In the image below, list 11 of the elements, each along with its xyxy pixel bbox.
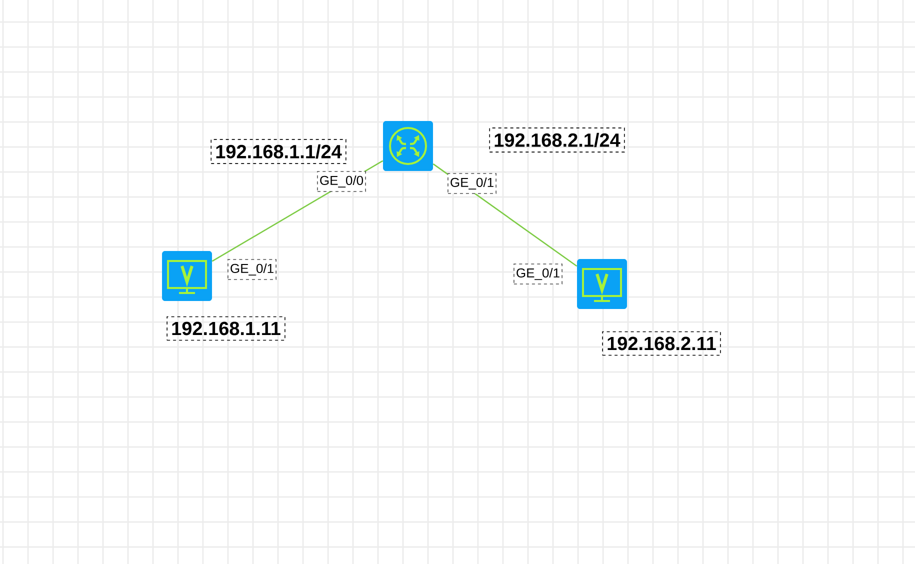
port-label: GE_0/1 [448, 173, 496, 194]
port-label: GE_0/1 [228, 259, 276, 280]
address-label: 192.168.2.1/24 [489, 128, 625, 152]
computer-icon [577, 259, 627, 309]
computer-icon [162, 251, 212, 301]
address-label: 192.168.2.11 [602, 331, 721, 356]
port-label: GE_0/0 [317, 171, 366, 192]
address-label: 192.168.1.1/24 [210, 139, 346, 164]
address-label: 192.168.1.11 [166, 316, 286, 341]
router-icon [383, 121, 433, 171]
port-label: GE_0/1 [514, 264, 562, 284]
